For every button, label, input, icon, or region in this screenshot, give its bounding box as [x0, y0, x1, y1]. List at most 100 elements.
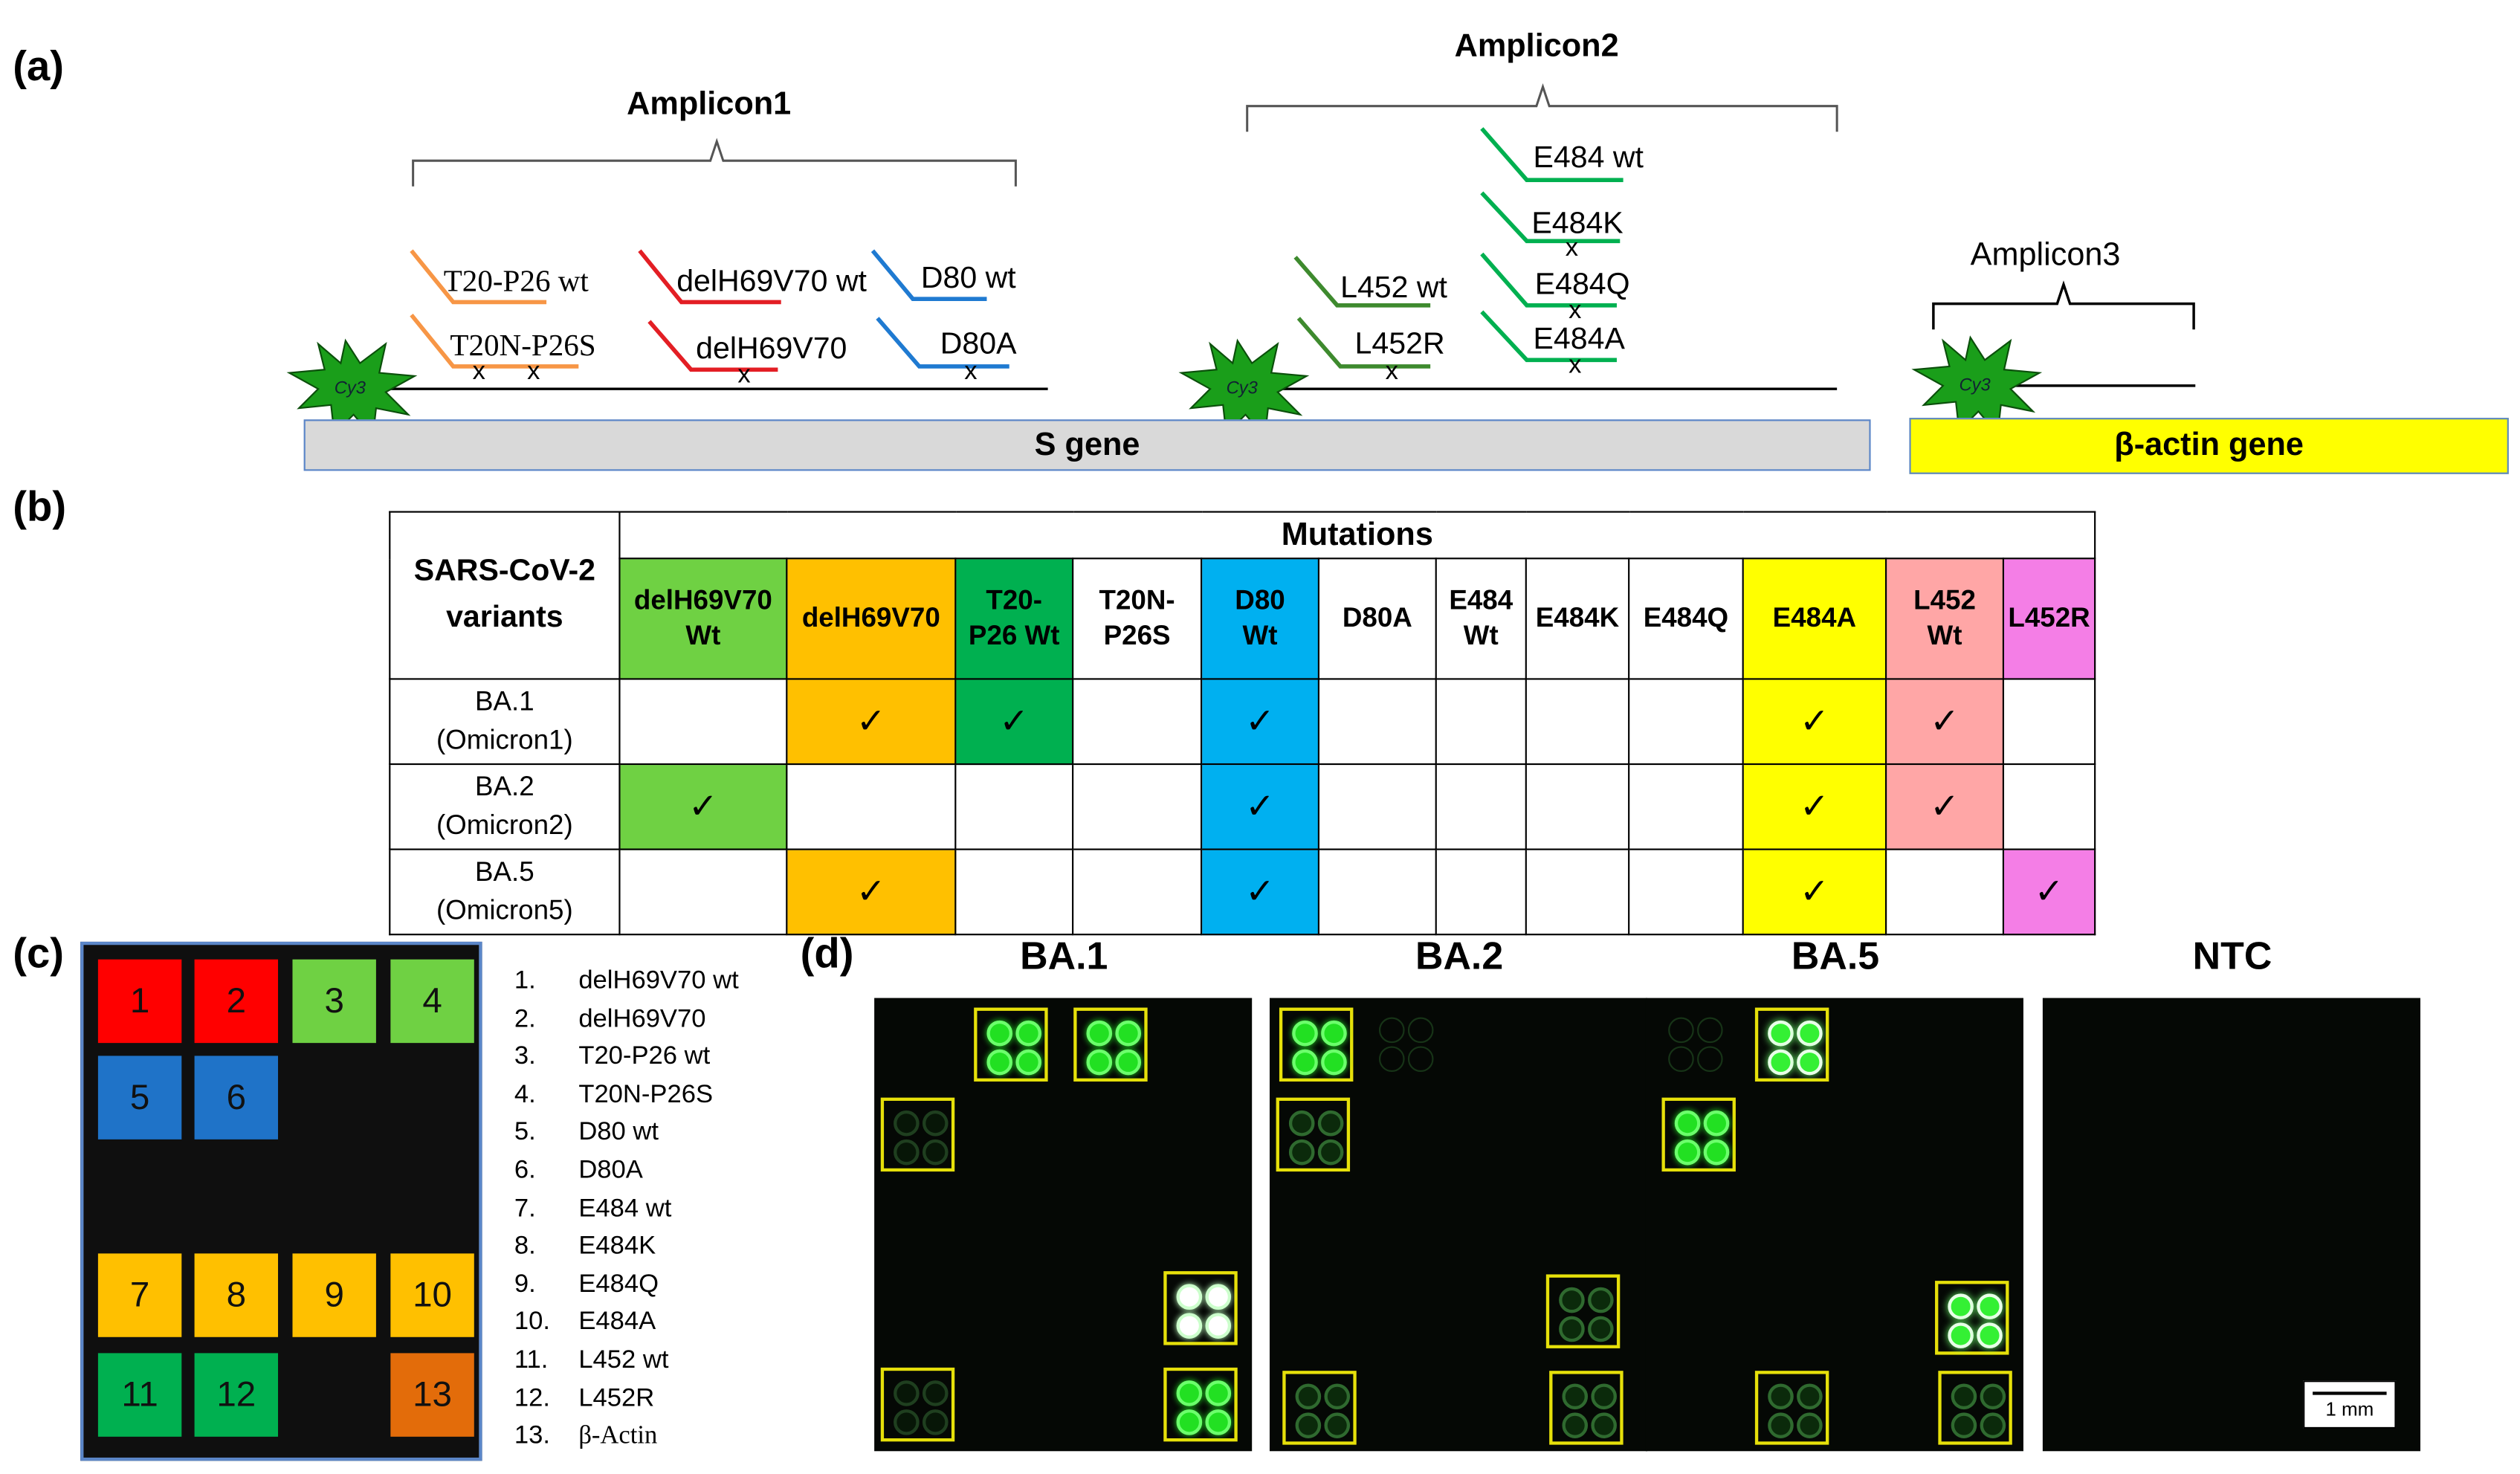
mismatch-mark: x [1568, 352, 1582, 380]
fluorescent-spot [1562, 1412, 1589, 1438]
column-header-line: E484Q [1643, 602, 1729, 633]
mutation-cell [1885, 848, 2005, 936]
table-row: BA.2(Omicron2)✓✓✓✓ [389, 763, 2096, 850]
legend-number: 11. [514, 1346, 549, 1374]
legend-label: L452R [578, 1384, 655, 1412]
variant-cell: BA.5(Omicron5) [389, 848, 621, 936]
fluorescent-spot [1205, 1409, 1232, 1435]
amplicon3-brace [1932, 280, 2195, 330]
fluorescent-spot [1176, 1409, 1203, 1435]
fluorescent-spot [1176, 1380, 1203, 1406]
column-header: T20N-P26S [1072, 557, 1203, 680]
fluorescent-spot [1977, 1293, 2003, 1319]
legend-number: 7. [514, 1195, 536, 1223]
check-mark: ✓ [999, 700, 1030, 741]
fluorescent-spot [1588, 1316, 1614, 1342]
legend-number: 13. [514, 1422, 550, 1450]
amplicon1-label: Amplicon1 [627, 86, 792, 123]
probe-e484k [1480, 191, 1621, 244]
fluorescent-spot [1292, 1020, 1318, 1047]
legend-item: 13.β-Actin [514, 1423, 657, 1452]
check-mark: ✓ [1245, 700, 1275, 741]
legend-item: 3.T20-P26 wt [514, 1044, 710, 1073]
legend-item: 4. T20N-P26S [514, 1082, 713, 1111]
fluorescent-spot [1324, 1383, 1351, 1410]
check-mark: ✓ [856, 870, 886, 911]
mutation-cell [954, 848, 1074, 936]
column-header: T20-P26 Wt [954, 557, 1074, 680]
check-mark: ✓ [1799, 870, 1829, 911]
mutation-cell: ✓ [618, 763, 788, 850]
mutation-cell: ✓ [1201, 763, 1319, 850]
legend-item: 12.L452R [514, 1385, 654, 1414]
fluorescent-spot [1295, 1412, 1322, 1438]
variant-name: BA.2 [475, 772, 534, 803]
fluorescent-spot [894, 1380, 920, 1406]
spot-highlight-box [1754, 1371, 1829, 1445]
fluorescent-spot [1295, 1383, 1322, 1410]
fluorescent-spot [1317, 1110, 1344, 1137]
cy3-star-1 [286, 338, 418, 439]
cy3-label-3: Cy3 [1959, 375, 1991, 395]
array-spot: 8 [194, 1253, 279, 1337]
fluorescent-spot [1588, 1287, 1614, 1313]
mismatch-mark: x [472, 358, 485, 386]
column-header-line: D80A [1342, 602, 1412, 633]
array-spot: 10 [390, 1253, 474, 1337]
fluorescent-spot [894, 1110, 920, 1137]
image-title: BA.2 [1415, 935, 1504, 979]
column-header-line: E484A [1772, 602, 1857, 633]
mutation-cell: ✓ [1885, 678, 2005, 766]
fluorescent-spot [1768, 1020, 1794, 1047]
column-header-line: Wt [1242, 620, 1278, 651]
check-mark: ✓ [1799, 786, 1829, 827]
probe-label-l452-wt: L452 wt [1340, 271, 1447, 306]
probe-e484a [1480, 310, 1617, 363]
mutation-cell: ✓ [1201, 678, 1319, 766]
spot-highlight-box [1754, 1007, 1829, 1082]
mismatch-mark: x [737, 361, 751, 389]
mutation-cell [2002, 678, 2096, 766]
s-gene-label: S gene [1034, 427, 1140, 462]
legend-label: E484Q [578, 1270, 659, 1299]
legend-number: 3. [514, 1043, 536, 1071]
cy3-label-2: Cy3 [1226, 379, 1258, 399]
legend-number: 4. [514, 1081, 536, 1109]
mutation-cell [1525, 763, 1630, 850]
legend-number: 1. [514, 967, 536, 995]
check-mark: ✓ [2034, 870, 2064, 911]
fluorescent-spot [922, 1110, 949, 1137]
column-header: E484A [1742, 557, 1887, 680]
mutation-cell [1072, 848, 1203, 936]
fluorescent-spot [1948, 1322, 1974, 1348]
column-header-line: E484K [1535, 602, 1620, 633]
mutations-header: Mutations [618, 511, 2096, 560]
legend-item: 2.delH69V70 [514, 1006, 706, 1035]
fluorescent-spot [1559, 1316, 1585, 1342]
table-row: BA.5(Omicron5)✓✓✓✓ [389, 848, 2096, 936]
legend-label: T20N-P26S [578, 1081, 714, 1109]
array-spot: 4 [390, 959, 474, 1044]
fluorescent-spot [1980, 1383, 2006, 1410]
fluorescent-spot [922, 1139, 949, 1166]
spot-highlight-box [1935, 1281, 2009, 1355]
fluorescent-spot [1321, 1049, 1347, 1076]
probe-del-wt [638, 249, 781, 305]
fluorescent-spot [1797, 1020, 1823, 1047]
probe-label-e484k: E484K [1531, 207, 1624, 242]
scale-bar-line [2313, 1391, 2387, 1395]
probe-label-t20-wt: T20-P26 wt [443, 265, 589, 300]
probe-label-d80-wt: D80 wt [920, 262, 1016, 296]
mismatch-mark: x [1568, 297, 1582, 325]
column-header-line: T20- [986, 584, 1043, 615]
fluorescent-spot [1591, 1383, 1617, 1410]
spot-highlight-box [1549, 1371, 1624, 1445]
legend-number: 8. [514, 1232, 536, 1261]
fluorescent-spot [1977, 1322, 2003, 1348]
fluorescent-spot [894, 1139, 920, 1166]
legend-label: delH69V70 [578, 1005, 706, 1033]
cy3-star-3 [1911, 335, 2043, 436]
legend-label: E484K [578, 1232, 656, 1261]
